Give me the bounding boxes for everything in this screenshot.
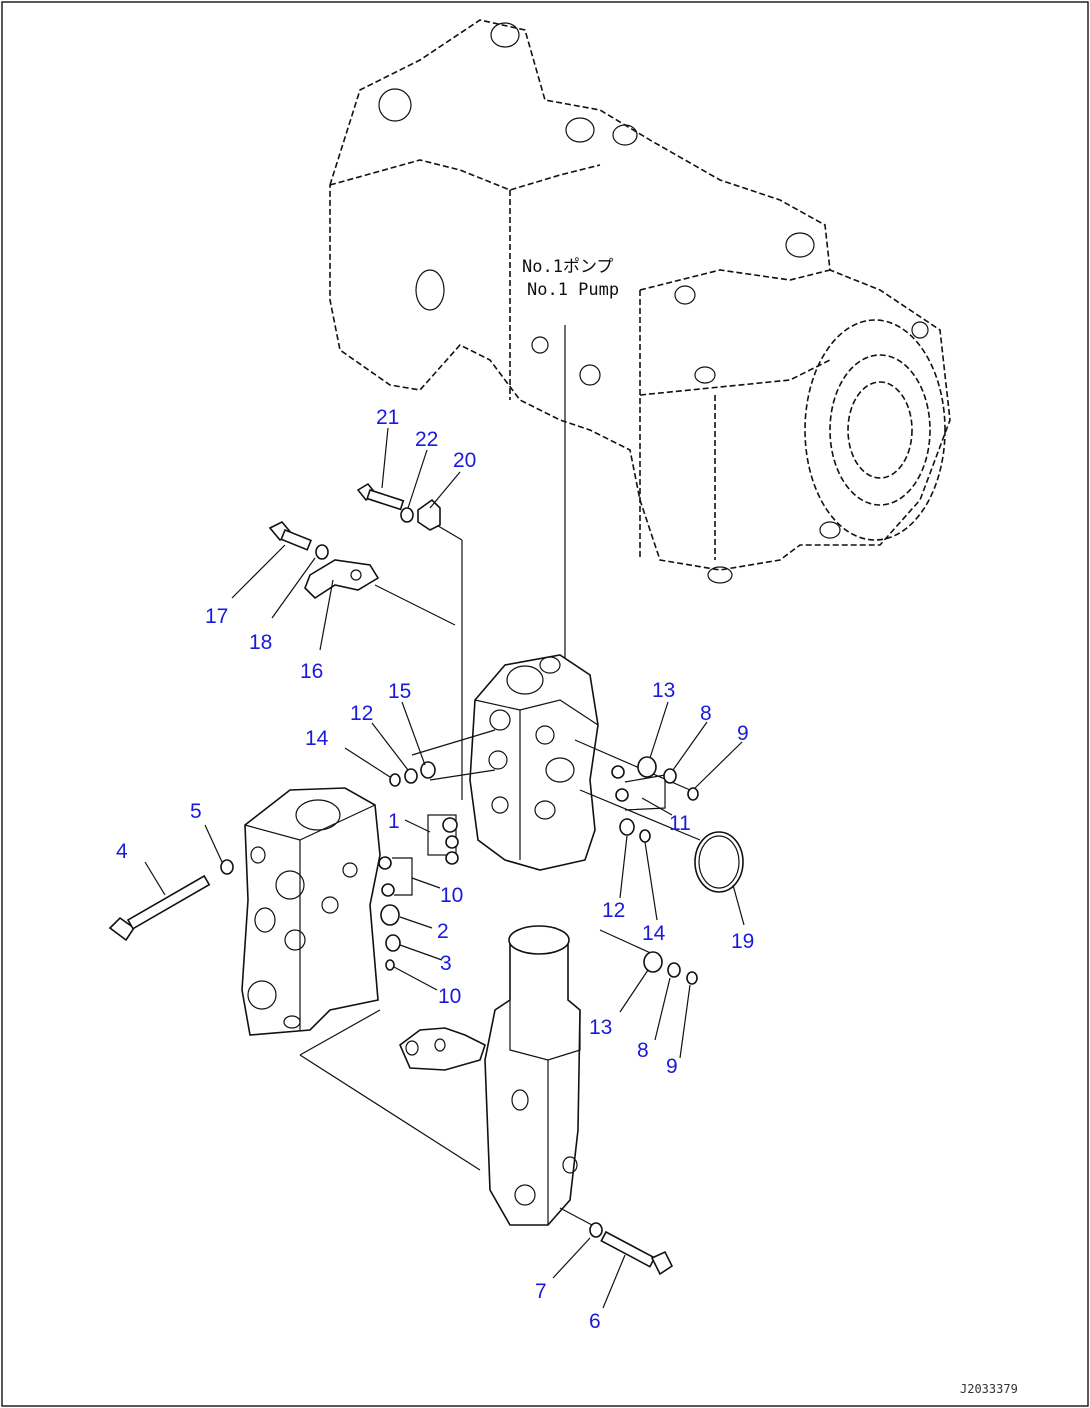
callout-9-lower: 9 — [666, 1055, 678, 1078]
callout-labels: 21 22 20 17 18 16 15 12 14 1 13 8 9 11 1… — [116, 406, 754, 1333]
bolt-21 — [356, 482, 405, 511]
callout-9-upper: 9 — [737, 722, 749, 745]
callout-14-upper: 14 — [305, 727, 329, 750]
o-ring-3 — [385, 934, 401, 952]
callout-4: 4 — [116, 840, 128, 863]
callout-10-lower: 10 — [438, 985, 461, 1008]
callout-2: 2 — [437, 920, 449, 943]
callout-7: 7 — [535, 1280, 547, 1303]
callout-10-upper: 10 — [440, 884, 463, 907]
o-ring-8a — [663, 768, 677, 784]
central-valve-block — [469, 654, 599, 871]
o-ring-set-1 — [427, 814, 459, 865]
plug-15 — [420, 761, 436, 779]
o-ring-11a — [611, 765, 625, 779]
o-ring-12b — [619, 818, 635, 836]
callout-13-upper: 13 — [652, 679, 675, 702]
callout-1: 1 — [388, 810, 400, 833]
bolt-4 — [108, 874, 211, 942]
callout-13-lower: 13 — [589, 1016, 612, 1039]
bracket-20 — [417, 498, 441, 531]
o-ring-14b — [639, 829, 651, 843]
callout-18: 18 — [249, 631, 272, 654]
o-ring-9b — [686, 971, 698, 985]
callout-22: 22 — [415, 428, 438, 451]
o-ring-9a — [687, 787, 699, 801]
callout-8-upper: 8 — [700, 702, 712, 725]
o-ring-19 — [694, 831, 744, 893]
callout-3: 3 — [440, 952, 452, 975]
callout-16: 16 — [300, 660, 323, 683]
bolt-6 — [600, 1230, 674, 1276]
callout-17: 17 — [205, 605, 228, 628]
bolt-17 — [268, 521, 313, 551]
callout-21: 21 — [376, 406, 399, 429]
pump-label-english: No.1 Pump — [527, 280, 619, 300]
pump-label-japanese: No.1ポンプ — [522, 257, 613, 277]
drawing-code: J2033379 — [960, 1382, 1018, 1396]
plug-13b — [643, 951, 663, 973]
o-ring-11b — [615, 788, 629, 802]
callout-15: 15 — [388, 680, 411, 703]
callout-19: 19 — [731, 930, 754, 953]
callout-12-upper: 12 — [350, 702, 373, 725]
callout-14-lower: 14 — [642, 922, 666, 945]
washer-5 — [220, 859, 234, 875]
callout-11: 11 — [669, 812, 691, 835]
washer-22 — [400, 507, 414, 523]
o-ring-10b — [385, 959, 395, 971]
stay-16 — [304, 559, 380, 600]
o-ring-8b — [667, 962, 681, 978]
filter-valve-assembly — [399, 925, 581, 1226]
main-pump-assembly: No.1ポンプ No.1 Pump — [329, 19, 951, 584]
o-ring-12a — [404, 768, 418, 784]
o-ring-14a — [389, 773, 401, 787]
callout-5: 5 — [190, 800, 202, 823]
plug-13a — [637, 756, 657, 778]
alignment-line-stay — [374, 584, 456, 626]
washer-18 — [315, 544, 329, 560]
callout-12-lower: 12 — [602, 899, 625, 922]
callout-6: 6 — [589, 1310, 601, 1333]
callout-8-lower: 8 — [637, 1039, 649, 1062]
washer-7 — [589, 1222, 603, 1238]
o-ring-10a-1 — [378, 856, 392, 870]
left-valve-block — [241, 787, 381, 1036]
o-ring-2 — [380, 904, 400, 926]
leader-lines — [144, 427, 745, 1309]
callout-20: 20 — [453, 449, 476, 472]
o-ring-10a-2 — [381, 883, 395, 897]
